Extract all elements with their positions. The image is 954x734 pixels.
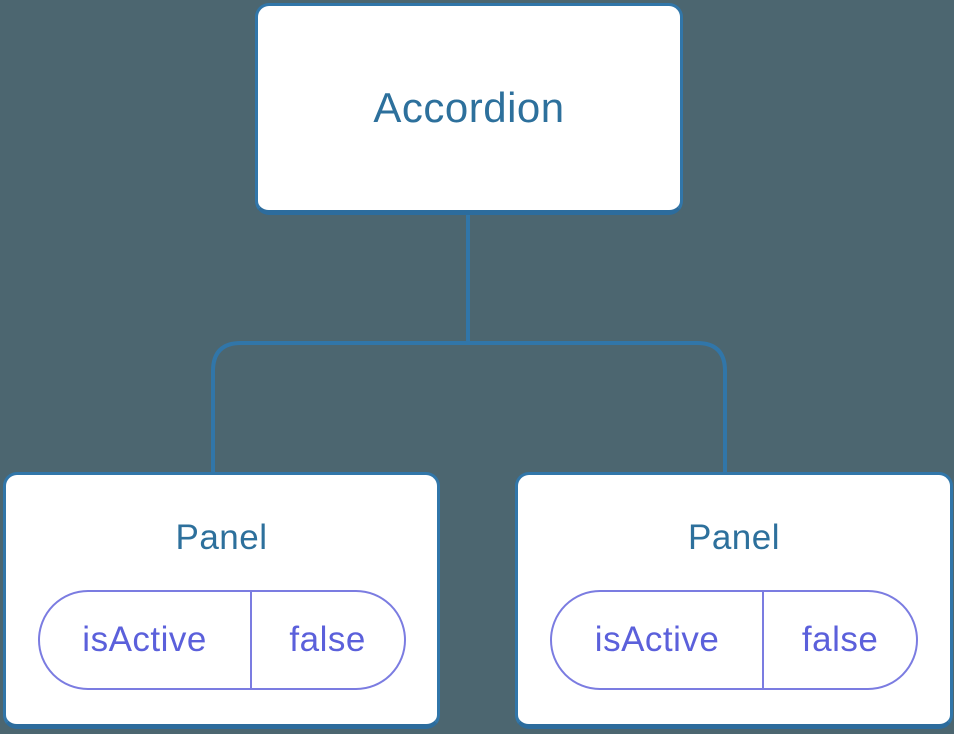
state-pill: isActive false <box>37 590 406 690</box>
state-key-label: isActive <box>552 592 765 688</box>
state-value-label: false <box>289 620 366 659</box>
state-key-label: isActive <box>40 592 252 688</box>
panel-node-label: Panel <box>687 518 781 557</box>
state-value-label: false <box>801 620 879 659</box>
panel-node-left: Panel isActive false <box>3 472 440 729</box>
panel-node-right: Panel isActive false <box>515 472 953 729</box>
panel-node-label: Panel <box>175 518 268 557</box>
connector-branch <box>211 341 727 474</box>
state-pill: isActive false <box>550 590 918 690</box>
accordion-node: Accordion <box>255 3 683 215</box>
accordion-node-label: Accordion <box>373 84 565 131</box>
